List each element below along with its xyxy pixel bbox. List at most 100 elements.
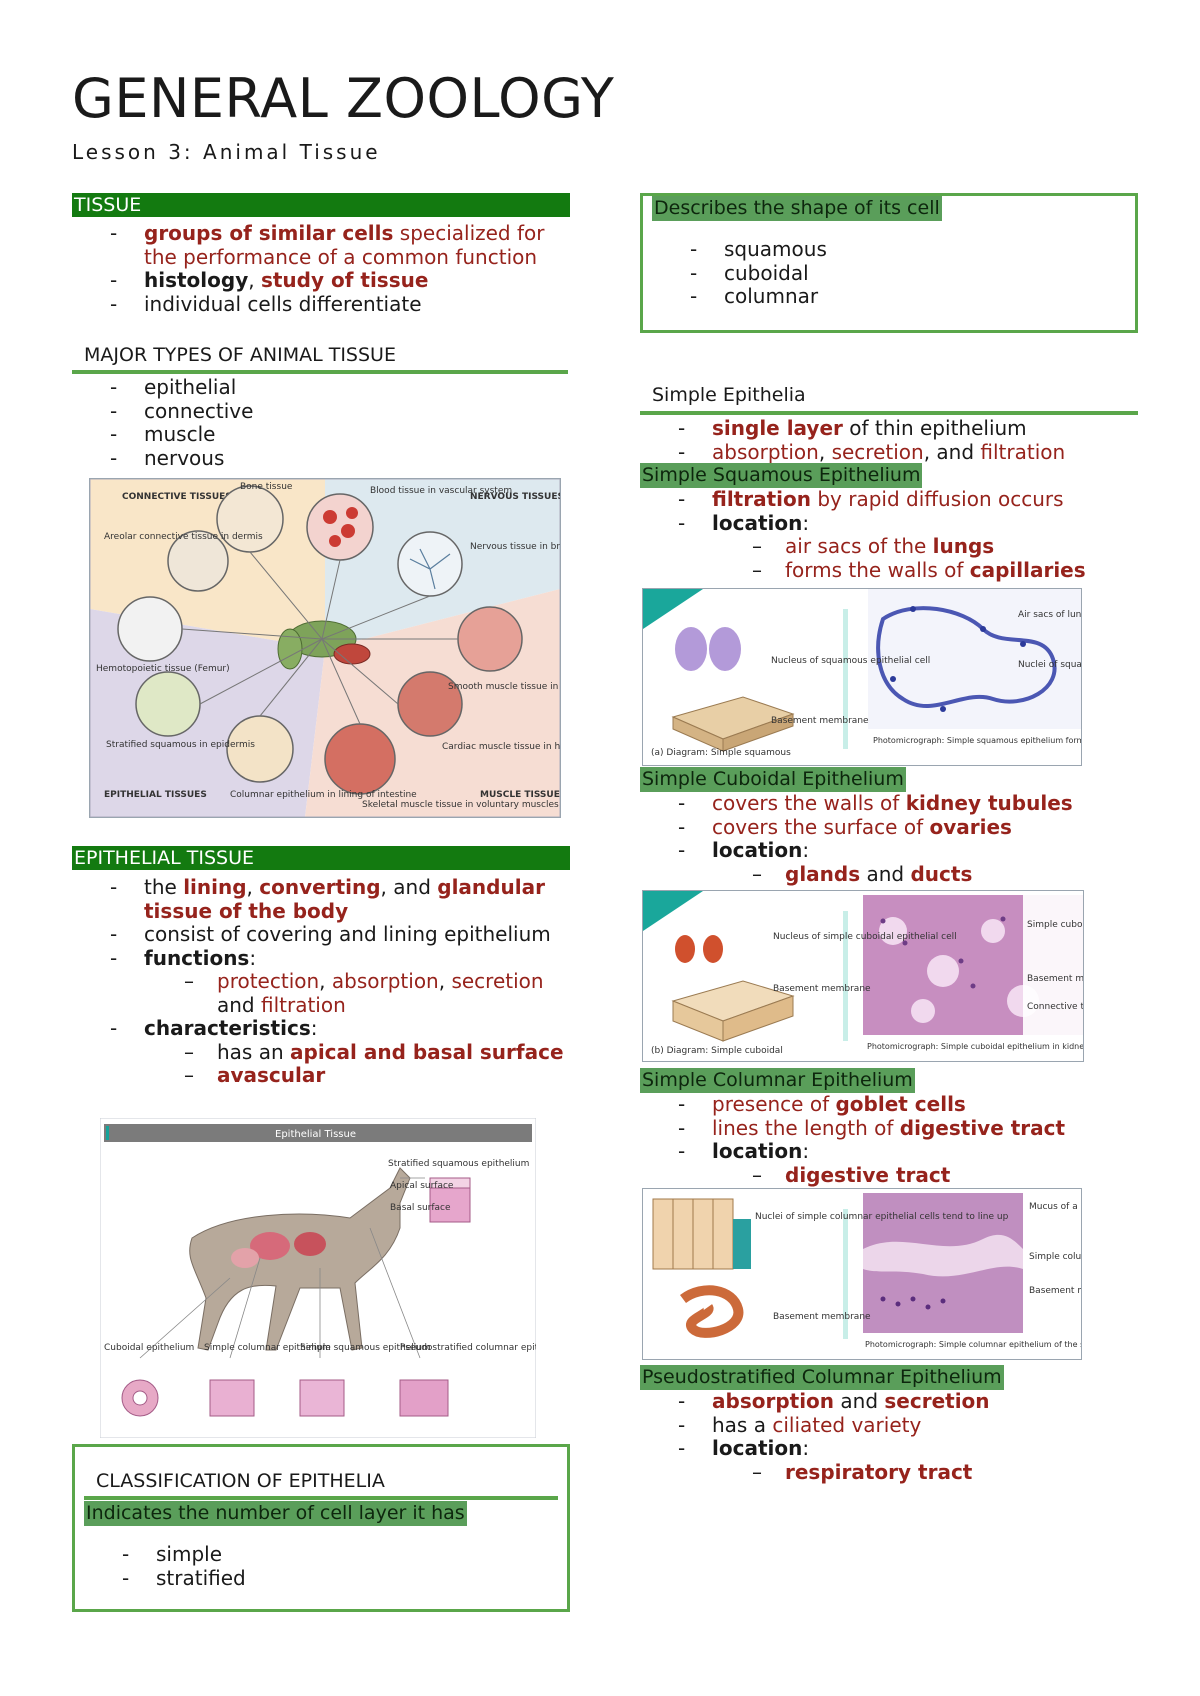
quadrant-label-muscle: MUSCLE TISSUES bbox=[480, 790, 560, 800]
list-item: location: bbox=[640, 511, 1140, 536]
fig-label: Nucleus of squamous epithelial cell bbox=[771, 656, 930, 666]
pseudostratified-list: absorption and secretion has a ciliated … bbox=[640, 1389, 1140, 1485]
major-types-list: epithelial connective muscle nervous bbox=[72, 375, 572, 471]
fig-caption: Photomicrograph: Simple columnar epithel… bbox=[865, 1340, 1081, 1349]
fig-label: Simple columnar epithelium bbox=[204, 1343, 331, 1353]
tissue-list: groups of similar cells specialized for … bbox=[72, 221, 572, 316]
figure-title: Epithelial Tissue bbox=[275, 1129, 356, 1140]
fig-label: Connective tissue bbox=[1027, 1002, 1083, 1012]
animal-tissue-figure: CONNECTIVE TISSUES NERVOUS TISSUES EPITH… bbox=[89, 478, 561, 818]
fig-caption: Photomicrograph: Simple squamous epithel… bbox=[873, 736, 1081, 745]
fig-label: Nuclei of simple columnar epithelial cel… bbox=[755, 1212, 1009, 1222]
quadrant-label-epithelial: EPITHELIAL TISSUES bbox=[104, 790, 207, 800]
list-item: respiratory tract bbox=[640, 1460, 1140, 1485]
list-item: forms the walls of capillaries bbox=[640, 558, 1140, 583]
major-types-heading: MAJOR TYPES OF ANIMAL TISSUE bbox=[84, 344, 396, 366]
list-item: histology, study of tissue bbox=[72, 268, 572, 293]
fig-label: Mucus of a goblet cell bbox=[1029, 1202, 1081, 1212]
fig-label: Basement membrane bbox=[773, 1312, 871, 1322]
simple-squamous-shaded: Simple Squamous Epithelium bbox=[640, 463, 923, 488]
list-item: absorption, secretion, and filtration bbox=[640, 440, 1140, 465]
fig-label: Basement membrane bbox=[771, 716, 869, 726]
divider bbox=[72, 370, 568, 374]
list-item: nervous bbox=[72, 446, 572, 471]
list-item: covers the walls of kidney tubules bbox=[640, 791, 1140, 816]
quadrant-label-nervous: NERVOUS TISSUES bbox=[470, 492, 560, 502]
fig-label: Simple squamous epithelium bbox=[300, 1343, 431, 1353]
fig-label: Nuclei of squamous epithelial cells bbox=[1018, 660, 1081, 670]
fig-label: Stratified squamous epithelium bbox=[388, 1159, 529, 1169]
list-item: glands and ducts bbox=[640, 862, 1140, 887]
list-item: absorption and secretion bbox=[640, 1389, 1140, 1414]
simple-epithelia-list: single layer of thin epithelium absorpti… bbox=[640, 416, 1140, 465]
fig-label: Basal surface bbox=[390, 1203, 451, 1213]
fig-label: Hemotopoietic tissue (Femur) bbox=[96, 664, 230, 674]
list-item: lines the length of digestive tract bbox=[640, 1116, 1140, 1141]
list-item: digestive tract bbox=[640, 1163, 1140, 1188]
list-item: has a ciliated variety bbox=[640, 1413, 1140, 1438]
list-item: columnar bbox=[652, 284, 1112, 309]
fig-label: Nucleus of simple cuboidal epithelial ce… bbox=[773, 932, 957, 942]
epithelial-heading: EPITHELIAL TISSUE bbox=[72, 846, 570, 870]
page-subtitle: Lesson 3: Animal Tissue bbox=[72, 140, 381, 164]
shape-list: squamous cuboidal columnar bbox=[652, 237, 1112, 309]
list-item: stratified bbox=[84, 1566, 544, 1591]
list-item: covers the surface of ovaries bbox=[640, 815, 1140, 840]
fig-caption: (b) Diagram: Simple cuboidal bbox=[651, 1046, 783, 1056]
fig-label: Pseudostratified columnar epithelium bbox=[400, 1343, 536, 1353]
list-item: has an apical and basal surface bbox=[72, 1040, 572, 1065]
fig-label: Simple cuboidal epithelial cells bbox=[1027, 920, 1083, 930]
shape-shaded: Describes the shape of its cell bbox=[652, 196, 942, 221]
page-title: GENERAL ZOOLOGY bbox=[72, 67, 615, 130]
shape-box bbox=[640, 193, 1138, 333]
divider bbox=[84, 1496, 558, 1500]
fig-label: Cuboidal epithelium bbox=[104, 1343, 194, 1353]
fig-caption: (a) Diagram: Simple squamous bbox=[651, 748, 791, 758]
list-item: groups of similar cells specialized for … bbox=[72, 221, 572, 269]
list-item: epithelial bbox=[72, 375, 572, 400]
fig-label: Basement membrane bbox=[773, 984, 871, 994]
simple-columnar-figure: Nuclei of simple columnar epithelial cel… bbox=[642, 1188, 1082, 1360]
list-item: muscle bbox=[72, 422, 572, 447]
classification-box bbox=[72, 1444, 570, 1612]
list-item: simple bbox=[84, 1542, 544, 1567]
fig-label: Air sacs of lungs bbox=[1018, 610, 1081, 620]
list-item: filtration by rapid diffusion occurs bbox=[640, 487, 1140, 512]
simple-cuboidal-shaded: Simple Cuboidal Epithelium bbox=[640, 767, 906, 792]
fig-caption: Photomicrograph: Simple cuboidal epithel… bbox=[867, 1042, 1083, 1051]
quadrant-label-connective: CONNECTIVE TISSUES bbox=[122, 492, 232, 502]
list-item: location: bbox=[640, 1436, 1140, 1461]
simple-cuboidal-list: covers the walls of kidney tubules cover… bbox=[640, 791, 1140, 887]
list-item: protection, absorption, secretion and fi… bbox=[72, 969, 572, 1017]
list-item: the lining, converting, and glandular ti… bbox=[72, 875, 572, 923]
list-item: characteristics: bbox=[72, 1016, 572, 1041]
list-item: connective bbox=[72, 399, 572, 424]
fig-label: Simple columnar epithelial cell bbox=[1029, 1252, 1081, 1262]
list-item: squamous bbox=[652, 237, 1112, 262]
list-item: presence of goblet cells bbox=[640, 1092, 1140, 1117]
fig-label: Basement membrane bbox=[1027, 974, 1083, 984]
fig-label: Areolar connective tissue in dermis bbox=[104, 532, 263, 542]
simple-squamous-list: filtration by rapid diffusion occurs loc… bbox=[640, 487, 1140, 583]
epithelial-list: the lining, converting, and glandular ti… bbox=[72, 875, 572, 1088]
list-item: single layer of thin epithelium bbox=[640, 416, 1140, 441]
fig-label: Skeletal muscle tissue in voluntary musc… bbox=[362, 800, 559, 810]
list-item: functions: bbox=[72, 946, 572, 971]
fig-label: Stratified squamous in epidermis bbox=[106, 740, 255, 750]
simple-cuboidal-figure: Nucleus of simple cuboidal epithelial ce… bbox=[642, 890, 1084, 1062]
list-item: location: bbox=[640, 838, 1140, 863]
simple-epithelia-heading: Simple Epithelia bbox=[652, 384, 806, 406]
fig-label: Basement membrane bbox=[1029, 1286, 1081, 1296]
classification-shaded: Indicates the number of cell layer it ha… bbox=[84, 1501, 467, 1526]
simple-columnar-list: presence of goblet cells lines the lengt… bbox=[640, 1092, 1140, 1188]
list-item: location: bbox=[640, 1139, 1140, 1164]
epithelial-tissue-figure: Epithelial Tissue Stratified squamous ep… bbox=[100, 1118, 536, 1438]
classification-list: simple stratified bbox=[84, 1542, 544, 1591]
divider bbox=[640, 411, 1138, 415]
list-item: cuboidal bbox=[652, 261, 1112, 286]
fig-label: Smooth muscle tissue in esophagus bbox=[448, 682, 560, 692]
simple-columnar-shaded: Simple Columnar Epithelium bbox=[640, 1068, 915, 1093]
tissue-heading: TISSUE bbox=[72, 193, 570, 217]
fig-label: Columnar epithelium in lining of intesti… bbox=[230, 790, 417, 800]
fig-label: Bone tissue bbox=[240, 482, 293, 492]
